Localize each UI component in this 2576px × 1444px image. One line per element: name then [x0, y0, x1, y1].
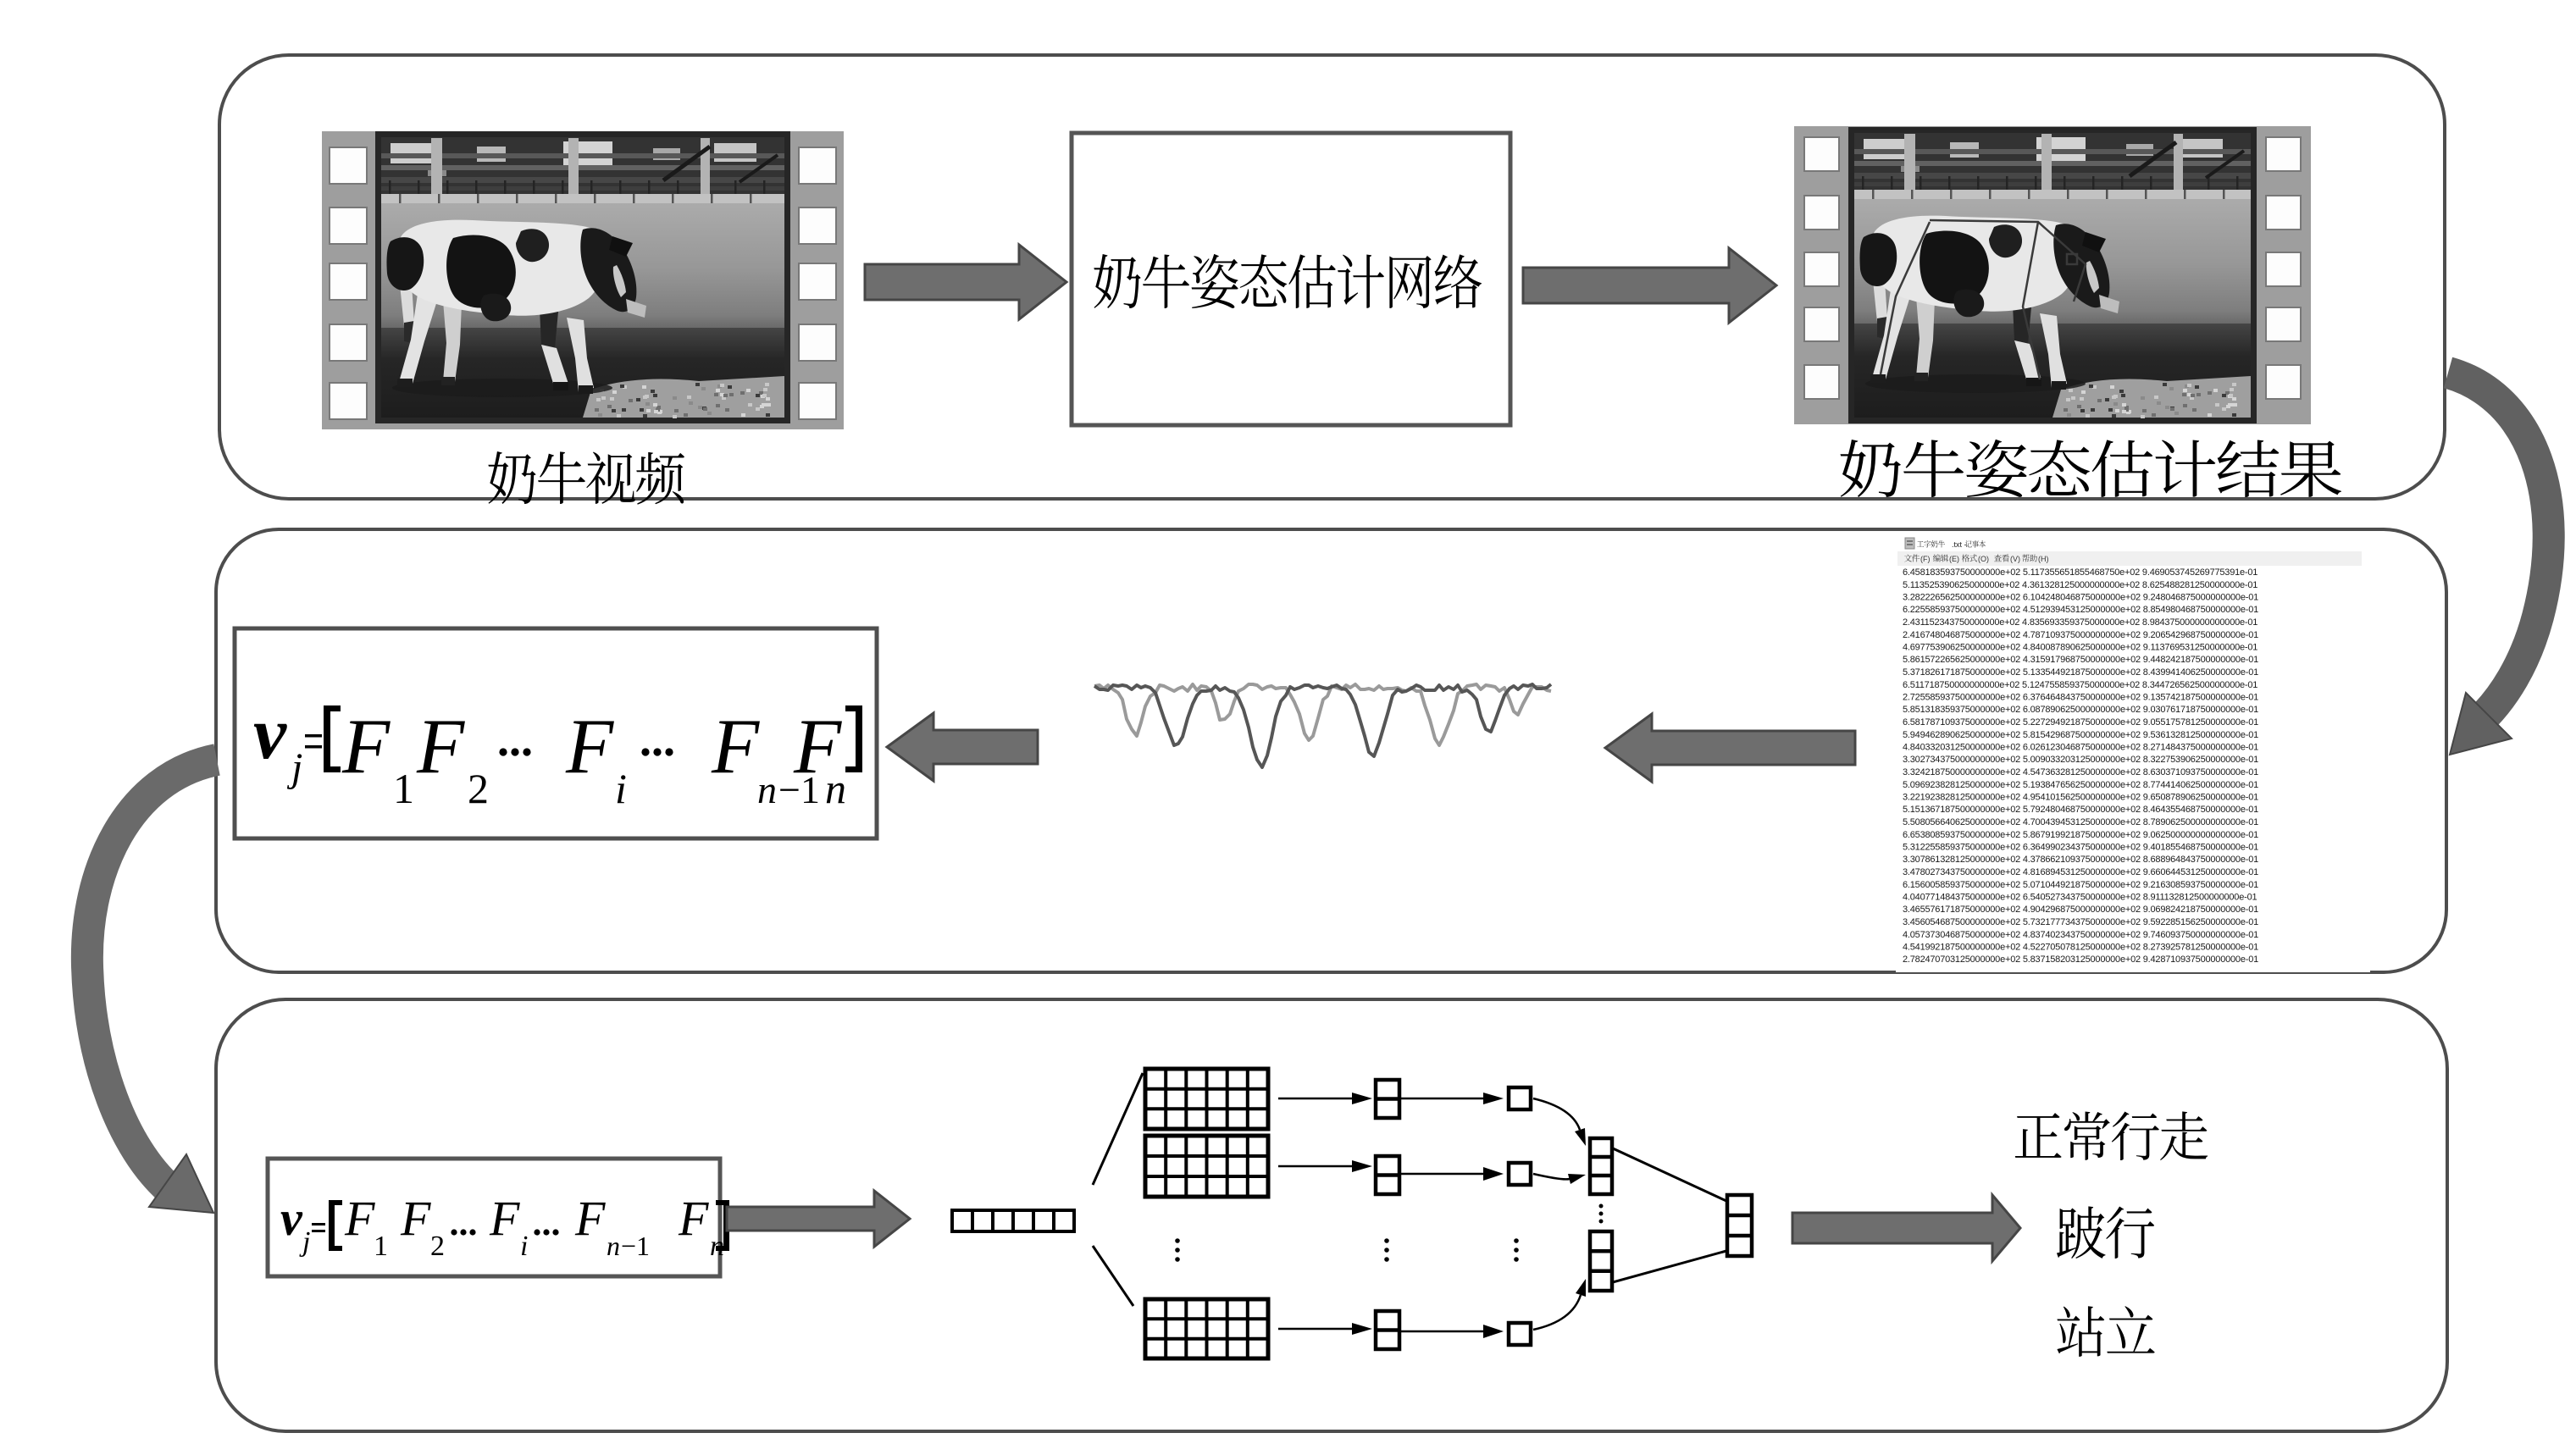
svg-text:6.653808593750000000e+02 5.867: 6.653808593750000000e+02 5.8679199218750…	[1903, 830, 2258, 840]
svg-text:3.324218750000000000e+02 4.547: 3.324218750000000000e+02 4.5473632812500…	[1903, 767, 2258, 777]
svg-text:v: v	[280, 1191, 303, 1246]
svg-text:3.456054687500000000e+02 5.732: 3.456054687500000000e+02 5.7321777343750…	[1903, 917, 2258, 927]
svg-text:5.861572265625000000e+02 4.315: 5.861572265625000000e+02 4.3159179687500…	[1903, 655, 2258, 665]
svg-text:1: 1	[374, 1231, 388, 1262]
svg-text:2.725585937500000000e+02 6.376: 2.725585937500000000e+02 6.3764648437500…	[1903, 693, 2258, 703]
svg-text:4.057373046875000000e+02 4.837: 4.057373046875000000e+02 4.8374023437500…	[1903, 930, 2258, 940]
svg-text:6.581787109375000000e+02 5.227: 6.581787109375000000e+02 5.2272949218750…	[1903, 717, 2258, 728]
svg-text:F: F	[574, 1191, 606, 1246]
svg-text:(F): (F)	[1920, 555, 1931, 563]
svg-text:5.508056640625000000e+02 4.700: 5.508056640625000000e+02 4.7004394531250…	[1903, 817, 2258, 827]
svg-text:F: F	[489, 1191, 520, 1246]
svg-text:3.307861328125000000e+02 4.378: 3.307861328125000000e+02 4.3786621093750…	[1903, 855, 2258, 865]
svg-text:5.113525390625000000e+02 4.361: 5.113525390625000000e+02 4.3613281250000…	[1903, 580, 2257, 590]
svg-text:6.225585937500000000e+02 4.512: 6.225585937500000000e+02 4.5129394531250…	[1903, 605, 2258, 615]
svg-text:i: i	[615, 765, 627, 812]
svg-text:2.431152343750000000e+02 4.835: 2.431152343750000000e+02 4.8356933593750…	[1903, 617, 2257, 628]
svg-text:2: 2	[468, 765, 489, 812]
svg-text:F: F	[341, 703, 391, 789]
svg-text:4.840332031250000000e+02 6.026: 4.840332031250000000e+02 6.0261230468750…	[1903, 743, 2258, 753]
svg-text:(V): (V)	[2010, 555, 2020, 563]
svg-text:F: F	[711, 703, 760, 789]
svg-text:n: n	[607, 1231, 620, 1261]
svg-text:6.511718750000000000e+02 5.124: 6.511718750000000000e+02 5.1247558593750…	[1903, 680, 2257, 690]
svg-text:3.282226562500000000e+02 6.104: 3.282226562500000000e+02 6.1042480468750…	[1903, 593, 2258, 603]
svg-text:5.151367187500000000e+02 5.792: 5.151367187500000000e+02 5.7924804687500…	[1903, 805, 2258, 815]
svg-text:5.312255859375000000e+02 6.364: 5.312255859375000000e+02 6.3649902343750…	[1903, 843, 2258, 853]
svg-text:6.156005859375000000e+02 5.071: 6.156005859375000000e+02 5.0710449218750…	[1903, 880, 2258, 890]
svg-text:(E): (E)	[1949, 555, 1959, 563]
svg-text:(O): (O)	[1978, 555, 1989, 563]
svg-text:i: i	[520, 1231, 528, 1262]
svg-text:5.851318359375000000e+02 6.087: 5.851318359375000000e+02 6.0878906250000…	[1903, 705, 2258, 715]
svg-text:5.949462890625000000e+02 5.815: 5.949462890625000000e+02 5.8154296875000…	[1903, 730, 2258, 740]
svg-text:F: F	[344, 1191, 375, 1246]
svg-text:−1: −1	[621, 1231, 650, 1261]
svg-text:F: F	[678, 1191, 709, 1246]
svg-text:F: F	[565, 703, 614, 789]
svg-text:4.040771484375000000e+02 6.540: 4.040771484375000000e+02 6.5405273437500…	[1903, 893, 2257, 903]
svg-text:4.541992187500000000e+02 4.522: 4.541992187500000000e+02 4.5227050781250…	[1903, 943, 2258, 953]
svg-text:n: n	[710, 1231, 724, 1262]
svg-text:n: n	[825, 765, 846, 812]
svg-text:3.478027343750000000e+02 4.816: 3.478027343750000000e+02 4.8168945312500…	[1903, 867, 2258, 877]
svg-text:F: F	[400, 1191, 431, 1246]
svg-text:5.096923828125000000e+02 5.193: 5.096923828125000000e+02 5.1938476562500…	[1903, 780, 2258, 790]
svg-text:3.302734375000000000e+02 5.009: 3.302734375000000000e+02 5.0090332031250…	[1903, 755, 2258, 765]
svg-text:2.782470703125000000e+02 5.837: 2.782470703125000000e+02 5.8371582031250…	[1903, 954, 2258, 965]
svg-text:5.371826171875000000e+02 5.133: 5.371826171875000000e+02 5.1335449218750…	[1903, 667, 2258, 678]
svg-text:2: 2	[430, 1231, 445, 1262]
svg-text:1: 1	[393, 765, 414, 812]
svg-text:v: v	[253, 693, 287, 775]
svg-text:2.416748046875000000e+02 4.787: 2.416748046875000000e+02 4.7871093750000…	[1903, 630, 2258, 640]
svg-text:3.465576171875000000e+02 4.904: 3.465576171875000000e+02 4.9042968750000…	[1903, 905, 2258, 915]
svg-text:n: n	[757, 768, 777, 811]
svg-text:j: j	[299, 1226, 310, 1258]
svg-text:4.697753906250000000e+02 4.840: 4.697753906250000000e+02 4.8400878906250…	[1903, 643, 2257, 653]
svg-text:6.458183593750000000e+02 5.117: 6.458183593750000000e+02 5.1173556518554…	[1903, 567, 2257, 578]
svg-text:.txt -: .txt -	[1952, 540, 1967, 549]
svg-text:3.221923828125000000e+02 4.954: 3.221923828125000000e+02 4.9541015625000…	[1903, 793, 2258, 803]
svg-text:(H): (H)	[2038, 555, 2049, 563]
svg-text:F: F	[416, 703, 465, 789]
svg-text:−1: −1	[778, 768, 820, 811]
svg-text:F: F	[793, 703, 842, 789]
